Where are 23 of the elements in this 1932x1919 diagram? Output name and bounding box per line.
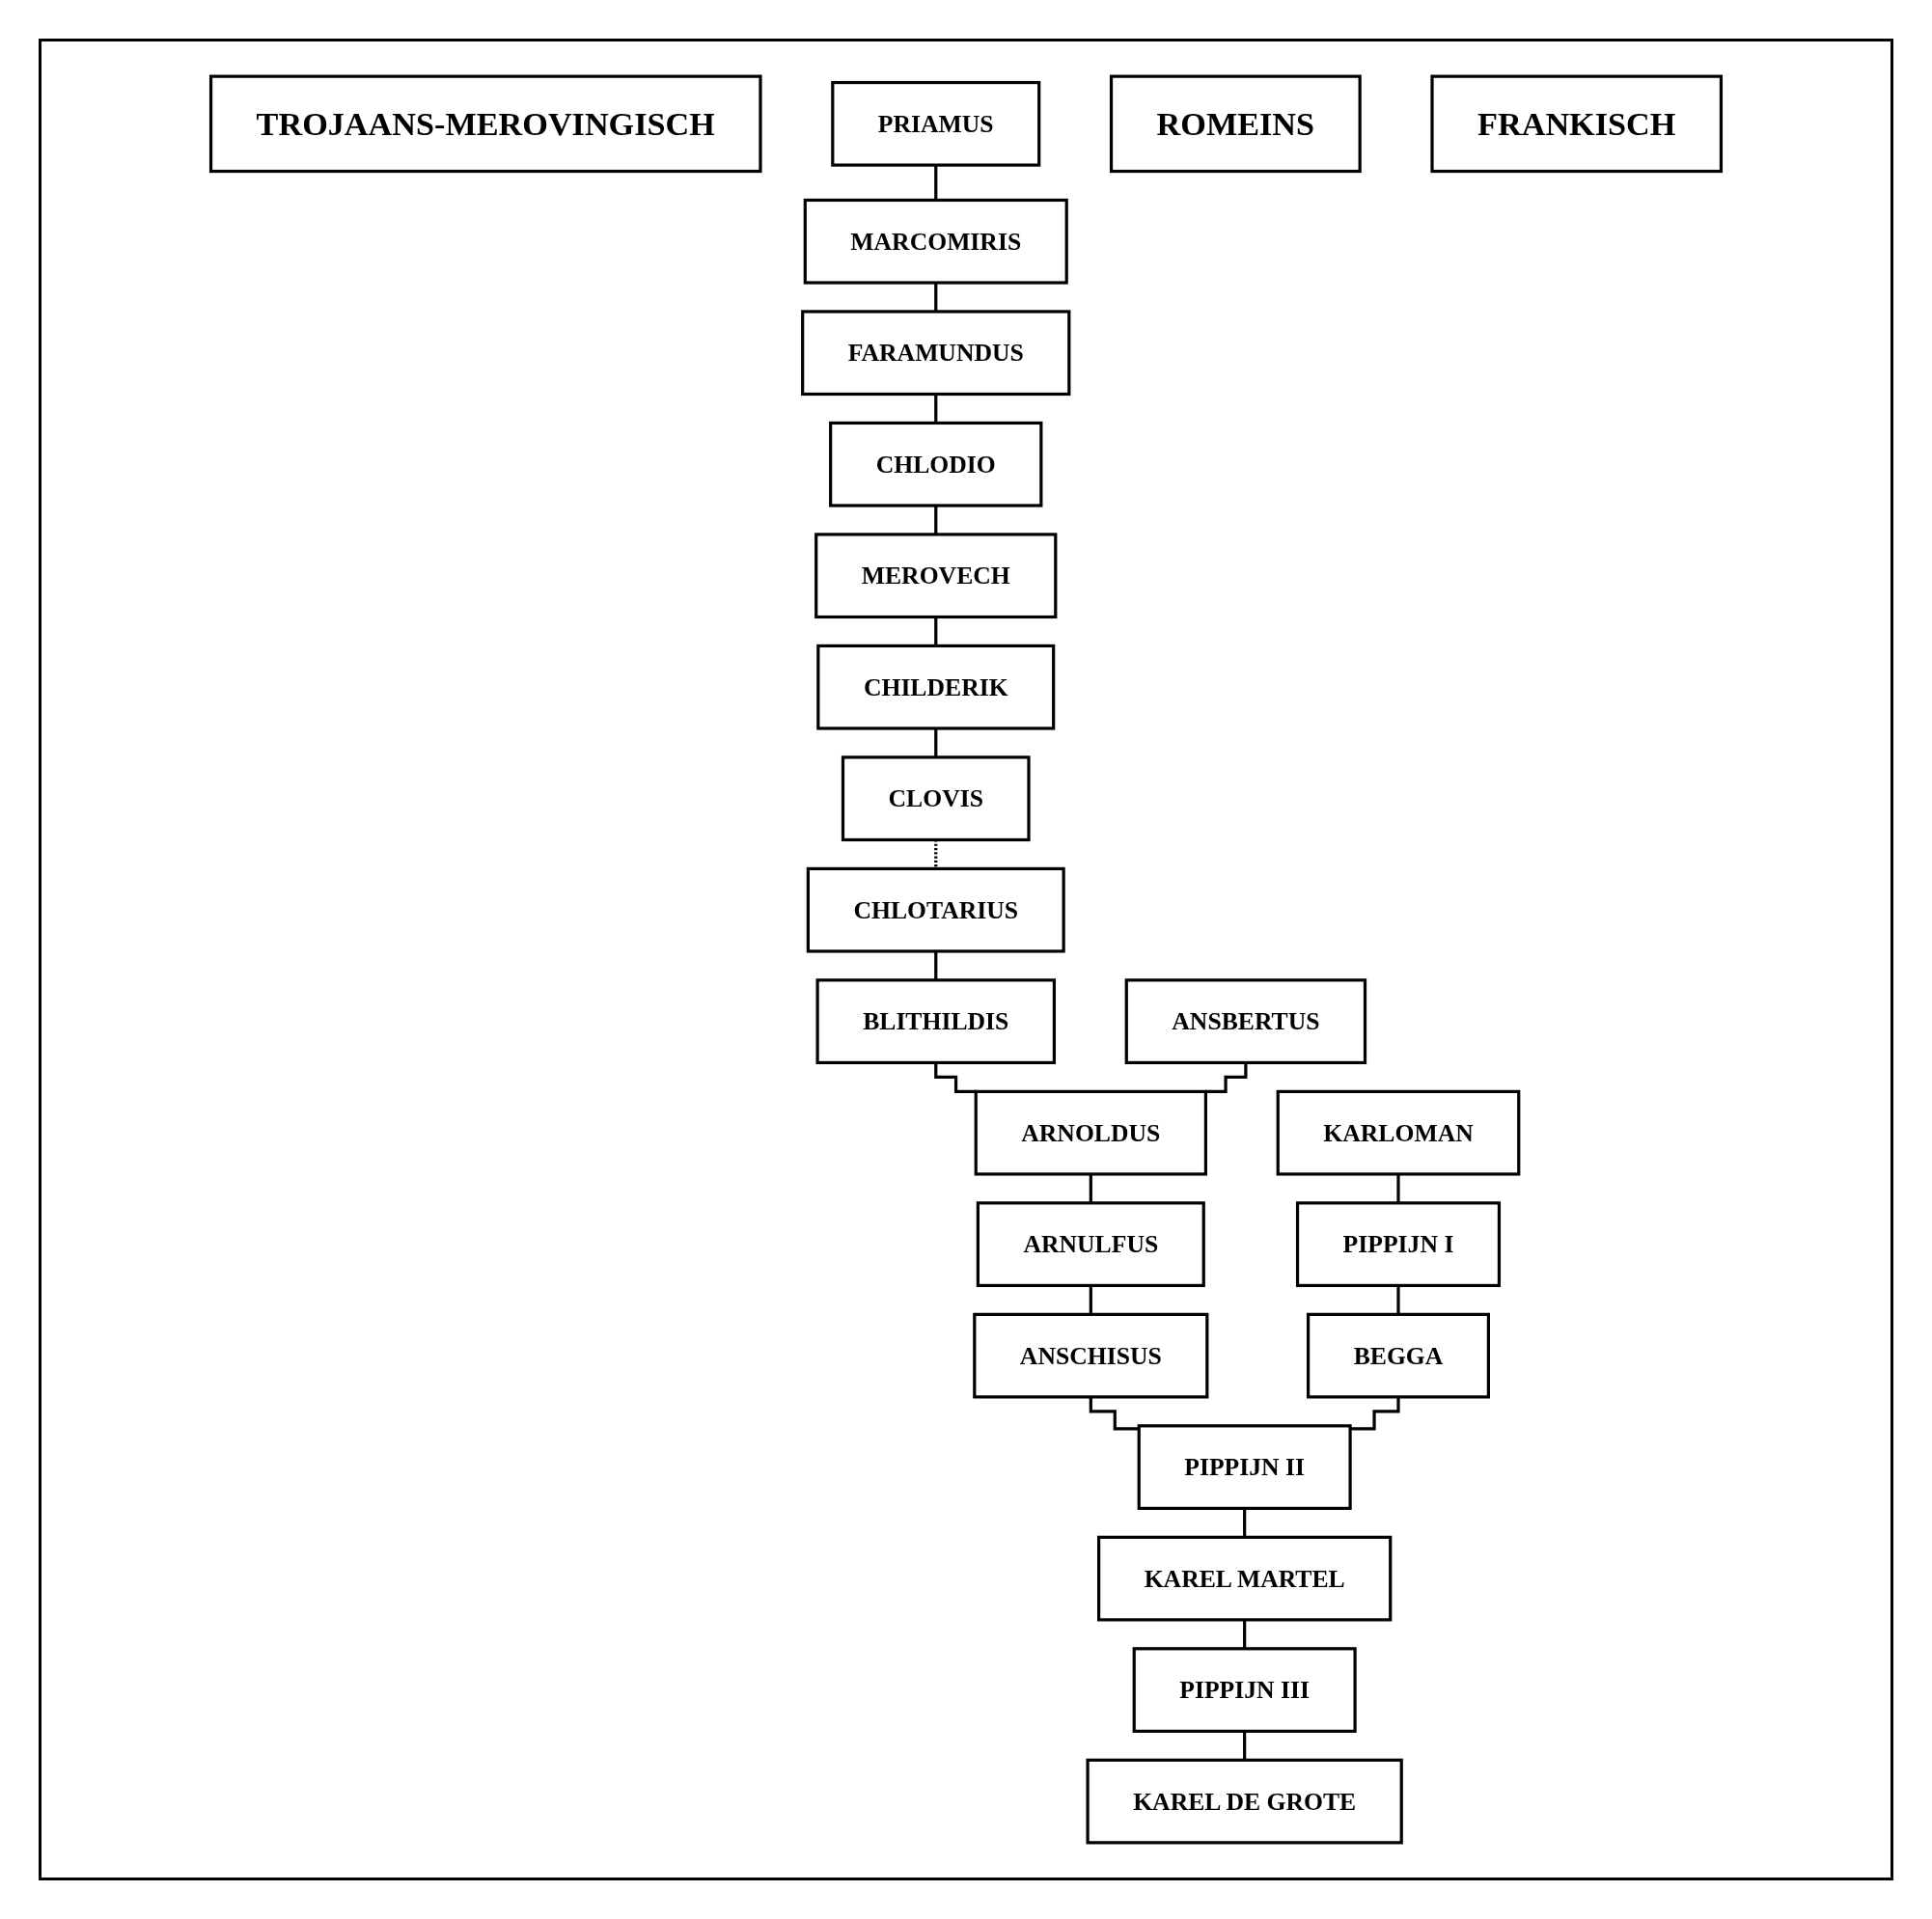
- node-box: FRANKISCH: [1430, 74, 1724, 174]
- node-box: PIPPIJN I: [1295, 1201, 1502, 1287]
- node-box: ANSBERTUS: [1124, 978, 1367, 1065]
- node-box: BEGGA: [1307, 1312, 1490, 1399]
- node-box: TROJAANS-MEROVINGISCH: [208, 74, 762, 174]
- node-box: ARNOLDUS: [974, 1089, 1207, 1176]
- node-box: PIPPIJN III: [1132, 1647, 1357, 1733]
- node-box: CHLODIO: [829, 421, 1043, 507]
- node-box: ARNULFUS: [976, 1201, 1205, 1287]
- node-box: KAREL DE GROTE: [1086, 1758, 1403, 1845]
- node-box: CLOVIS: [841, 755, 1031, 842]
- node-box: CHILDERIK: [816, 644, 1056, 730]
- node-box: ROMEINS: [1109, 74, 1362, 174]
- node-box: KAREL MARTEL: [1097, 1535, 1393, 1622]
- node-box: MEROVECH: [814, 533, 1058, 619]
- node-box: PRIAMUS: [831, 80, 1041, 167]
- node-box: MARCOMIRIS: [803, 198, 1068, 285]
- node-box: PIPPIJN II: [1137, 1424, 1352, 1510]
- node-box: CHLOTARIUS: [806, 866, 1065, 953]
- node-box: KARLOMAN: [1276, 1089, 1521, 1176]
- node-box: ANSCHISUS: [973, 1312, 1209, 1399]
- node-box: BLITHILDIS: [815, 978, 1056, 1065]
- node-box: FARAMUNDUS: [801, 310, 1071, 397]
